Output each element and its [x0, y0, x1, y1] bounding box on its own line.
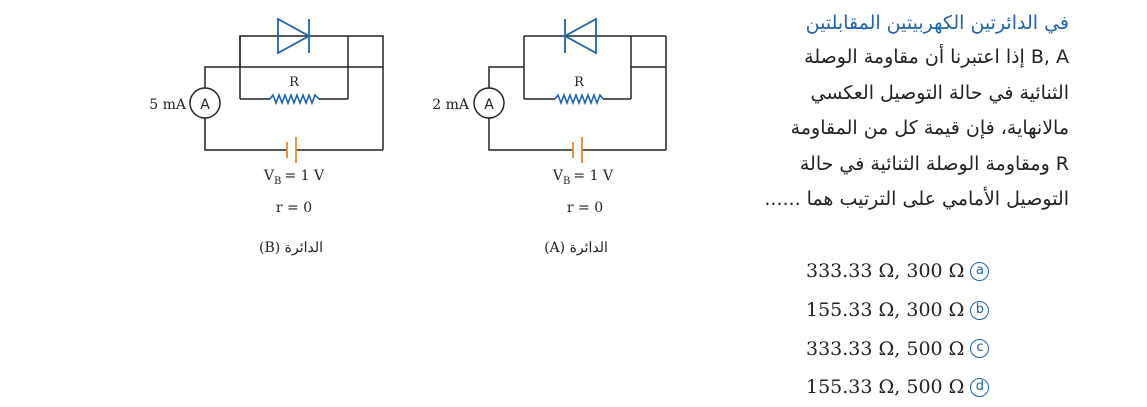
question-line-5: التوصيل الأمامي على الترتيب هما ......	[764, 188, 1069, 210]
option-b-text: 155.33 Ω, 300 Ω	[806, 299, 965, 322]
circuit-a-battery-icon	[572, 137, 583, 163]
question-line-4: R ومقاومة الوصلة الثنائية في حالة	[799, 152, 1069, 175]
circuit-a-diode-icon	[563, 17, 597, 55]
circuit-a-wires	[488, 35, 667, 151]
circuit-b-battery-icon	[286, 137, 297, 163]
option-a-letter-icon[interactable]: a	[970, 261, 990, 281]
circuit-b-r-label: r = 0	[276, 200, 312, 216]
option-d-text: 155.33 Ω, 500 Ω	[806, 376, 965, 399]
question-heading: في الدائرتين الكهربيتين المقابلتين	[805, 12, 1069, 34]
option-c-letter-icon[interactable]: c	[970, 339, 990, 359]
circuit-b-resistor-label: R	[289, 75, 300, 90]
option-a[interactable]: 333.33 Ω, 300 Ω a	[806, 252, 990, 291]
question-line-2: الثنائية في حالة التوصيل العكسي	[810, 81, 1069, 104]
answer-options: 333.33 Ω, 300 Ω a 155.33 Ω, 300 Ω b 333.…	[806, 252, 990, 407]
circuit-a-ammeter-symbol: A	[484, 97, 494, 113]
circuit-a-ammeter-reading: 2 mA	[432, 97, 470, 113]
option-c-text: 333.33 Ω, 500 Ω	[806, 337, 965, 360]
circuit-b-ammeter-symbol: A	[200, 97, 210, 113]
option-b[interactable]: 155.33 Ω, 300 Ω b	[806, 291, 990, 330]
circuit-a-vb-label: VB= 1 V	[552, 168, 614, 187]
circuit-a-ammeter: A	[473, 87, 505, 119]
circuit-b: R A 5 mA VB= 1 V r = 0 الدائرة (B)	[149, 17, 384, 256]
circuit-b-ammeter-reading: 5 mA	[149, 97, 187, 113]
circuit-a-caption: الدائرة (A)	[544, 240, 608, 256]
option-d[interactable]: 155.33 Ω, 500 Ω d	[806, 368, 990, 407]
circuit-a: R A 2 mA VB= 1 V r = 0 الدائرة (A)	[432, 17, 667, 256]
option-b-letter-icon[interactable]: b	[970, 300, 990, 320]
circuit-b-ammeter: A	[189, 87, 221, 119]
circuit-b-resistor-icon	[269, 92, 320, 106]
circuit-b-caption: الدائرة (B)	[259, 240, 323, 256]
circuit-b-wires	[204, 35, 384, 151]
question-line-3: مالانهاية، فإن قيمة كل من المقاومة	[790, 117, 1069, 139]
question: في الدائرتين الكهربيتين المقابلتين B, A …	[629, 6, 1069, 218]
circuit-b-diode-icon	[277, 17, 311, 55]
question-line-1: B, A إذا اعتبرنا أن مقاومة الوصلة	[804, 46, 1069, 68]
option-d-letter-icon[interactable]: d	[970, 377, 990, 397]
circuit-a-resistor-icon	[554, 92, 604, 106]
circuit-a-resistor-label: R	[574, 75, 585, 90]
option-c[interactable]: 333.33 Ω, 500 Ω c	[806, 329, 990, 368]
option-a-text: 333.33 Ω, 300 Ω	[806, 260, 965, 283]
circuit-b-vb-label: VB= 1 V	[263, 168, 325, 187]
circuit-a-r-label: r = 0	[567, 200, 603, 216]
